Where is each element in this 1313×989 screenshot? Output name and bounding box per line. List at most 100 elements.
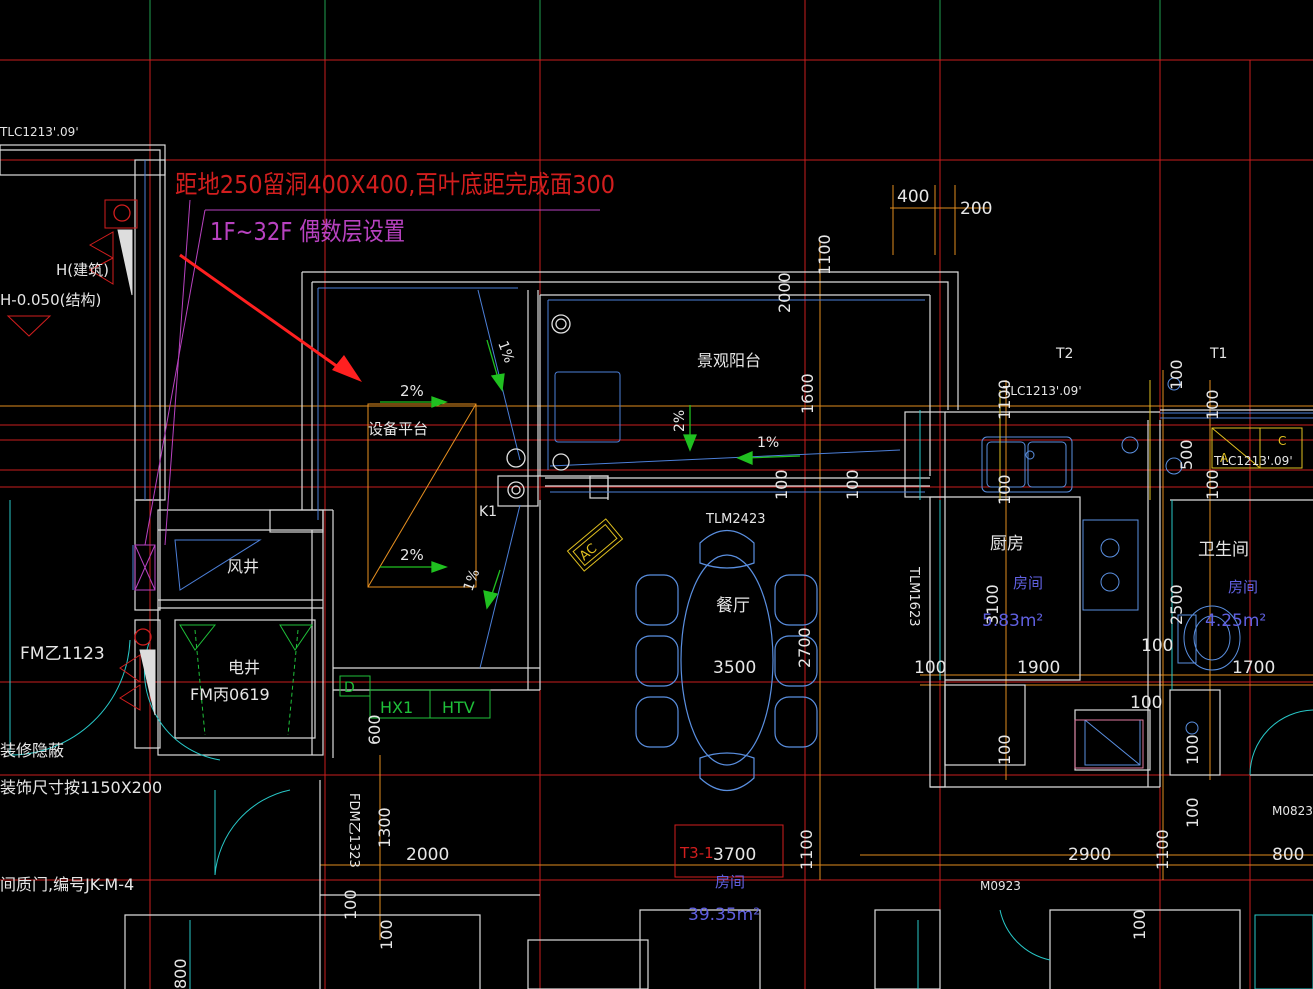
label-t2: T2 [1055,346,1073,362]
dim-1700: 1700 [1232,658,1275,678]
dim-100j: 100 [1167,359,1186,390]
dim-1100c: 1100 [1153,829,1172,870]
dim-200: 200 [960,199,992,219]
label-h-arch: H(建筑) [56,261,109,279]
dim-100n: 100 [1183,797,1202,828]
label-k1: K1 [479,504,497,520]
dim-2000b: 2000 [406,845,449,865]
dim-100h: 100 [341,889,360,920]
area-main-code: T3-1 [679,844,714,862]
bath-hatch [1160,412,1313,419]
drains [113,204,571,646]
dim-2700: 2700 [795,627,814,668]
dim-100i: 100 [377,919,396,950]
dim-100k: 100 [1203,389,1222,420]
dim-100g: 100 [1183,734,1202,765]
dim-800a: 800 [1272,845,1304,865]
slope-balcony-left: 1% [757,435,779,451]
slope-right-top: 1% [494,339,517,365]
kitchen-window [1074,719,1144,769]
dim-2000: 2000 [775,272,794,313]
room-landscape-balcony: 景观阳台 [697,351,761,370]
dim-800b: 800 [171,958,190,989]
dim-1600: 1600 [798,373,817,414]
ac-unit [566,518,624,572]
dim-100f: 100 [995,734,1014,765]
room-code-box [674,824,784,878]
dim-100d: 100 [1141,636,1173,656]
label-a: A [1220,451,1229,465]
dim-1100b: 1100 [797,829,816,870]
bath-fixtures [1165,377,1241,735]
label-d: D [344,680,355,696]
green-axis-lines [149,0,1161,60]
label-tlm2423: TLM2423 [705,512,765,527]
label-fm-c: FM丙0619 [190,685,270,704]
slope-bottom: 2% [400,546,424,564]
dimension-lines [0,185,1313,940]
label-fm-b: FM乙1123 [20,644,105,664]
platform-equipment-box [367,403,477,588]
label-decor2: 装饰尺寸按1150X200 [0,778,162,797]
label-t1: T1 [1209,346,1227,362]
door-symbols [6,199,156,716]
label-h-struct: H-0.050(结构) [0,291,101,309]
dim-100c: 100 [914,658,946,678]
label-c: C [1278,434,1286,448]
room-tag-kitchen: 房间 [1013,574,1043,592]
dim-2900: 2900 [1068,845,1111,865]
dim-600: 600 [365,714,384,745]
slope-arrows [380,339,801,610]
dim-3700: 3700 [713,845,756,865]
dim-100b: 100 [843,469,862,500]
dim-100m: 100 [995,474,1014,505]
kitchen-fixtures [981,436,1141,766]
dim-400: 400 [897,187,929,207]
label-htv: HTV [442,698,475,717]
pointer-arrow [179,253,362,382]
dim-3500: 3500 [713,658,756,678]
room-tag-main: 房间 [715,873,745,891]
dim-1100a: 1100 [815,234,834,275]
area-main: 39.35m² [688,905,760,925]
label-decor1: 装修隐蔽 [0,741,64,760]
note-line2: 1F~32F 偶数层设置 [210,217,405,246]
label-fdm: FDM乙1323 [346,793,361,868]
room-wind-shaft: 风井 [227,557,259,576]
label-hx1: HX1 [380,698,413,717]
yellow-markers [999,380,1303,500]
room-bathroom: 卫生间 [1198,540,1249,560]
label-tlc-right: TLC1213'.09' [1213,454,1293,468]
blue-lines [132,160,925,669]
dim-100e: 100 [1130,693,1162,713]
label-m0923: M0923 [980,879,1021,893]
dimension-text: 400 200 3500 100 1900 100 1700 100 3700 … [406,187,1304,865]
slope-balcony-down: 2% [672,410,688,432]
room-tag-bath: 房间 [1228,578,1258,596]
dim-500: 500 [1177,439,1196,470]
green-lines [179,624,491,736]
dining-table [635,530,818,791]
dim-100l: 100 [1203,469,1222,500]
room-equipment-platform: 设备平台 [368,420,428,438]
room-kitchen: 厨房 [990,534,1024,554]
note-line1: 距地250留洞400X400,百叶底距完成面300 [175,170,615,199]
dim-100a: 100 [772,469,791,500]
room-dining: 餐厅 [716,596,750,616]
label-tlc-top: TLC1213'.09' [1002,384,1082,398]
dim-3100: 3100 [983,584,1002,625]
label-tlc-left: TLC1213'.09' [0,125,79,139]
label-m0823: M0823 [1272,804,1313,818]
dim-1900: 1900 [1017,658,1060,678]
slope-right-bottom: 1% [461,567,484,593]
dim-100o: 100 [1130,909,1149,940]
area-bathroom: 4.25m² [1205,611,1266,631]
area-kitchen: 5.83m² [982,611,1043,631]
label-decor3: 间质门,编号JK-M-4 [0,875,134,894]
dim-2500: 2500 [1167,584,1186,625]
label-tlm1623: TLM1623 [906,566,921,626]
dimension-text-vertical: 1100 2000 1600 100 100 2700 3100 2500 10… [171,234,1222,989]
dim-1100d: 1100 [995,379,1014,420]
